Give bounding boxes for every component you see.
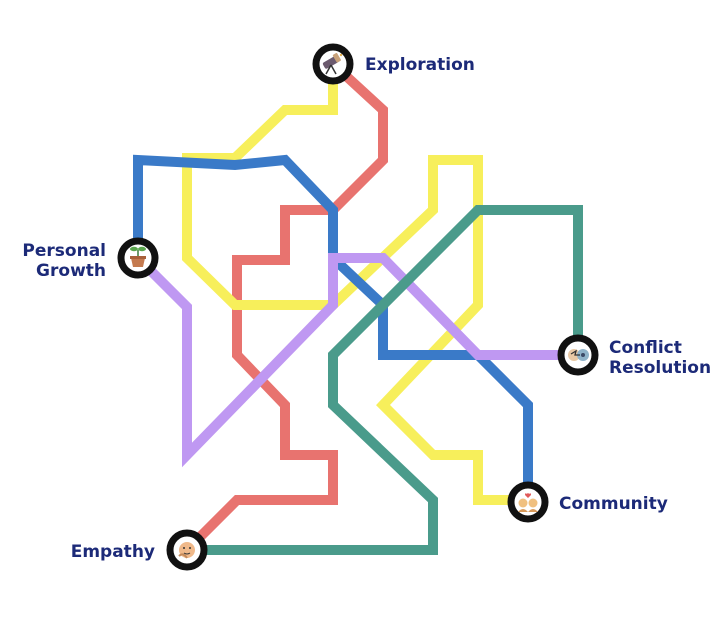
station-label-exploration: Exploration — [365, 55, 475, 75]
handshake-icon — [568, 349, 589, 361]
caring-face-icon — [178, 542, 195, 559]
metro-line-purple — [134, 253, 578, 468]
telescope-icon — [322, 52, 343, 75]
station-label-community: Community — [559, 494, 668, 514]
metro-line-yellow — [182, 64, 528, 505]
sprout-pot-icon — [130, 246, 146, 267]
people-group-icon — [518, 493, 538, 512]
station-conflict-resolution[interactable]: Conflict Resolution — [557, 334, 711, 378]
station-community[interactable]: Community — [507, 481, 668, 523]
station-label-empathy: Empathy — [71, 542, 155, 562]
station-label-conflict-line1: Conflict — [609, 338, 682, 358]
station-ring — [507, 481, 549, 523]
station-exploration[interactable]: Exploration — [312, 43, 475, 85]
station-label-personal-growth-line1: Personal — [22, 241, 106, 261]
station-empathy[interactable]: Empathy — [71, 529, 208, 571]
station-personal-growth[interactable]: Personal Growth — [22, 237, 159, 281]
station-label-conflict-line2: Resolution — [609, 358, 711, 378]
metro-line-teal — [187, 205, 583, 555]
station-label-personal-growth-line2: Growth — [36, 261, 106, 281]
